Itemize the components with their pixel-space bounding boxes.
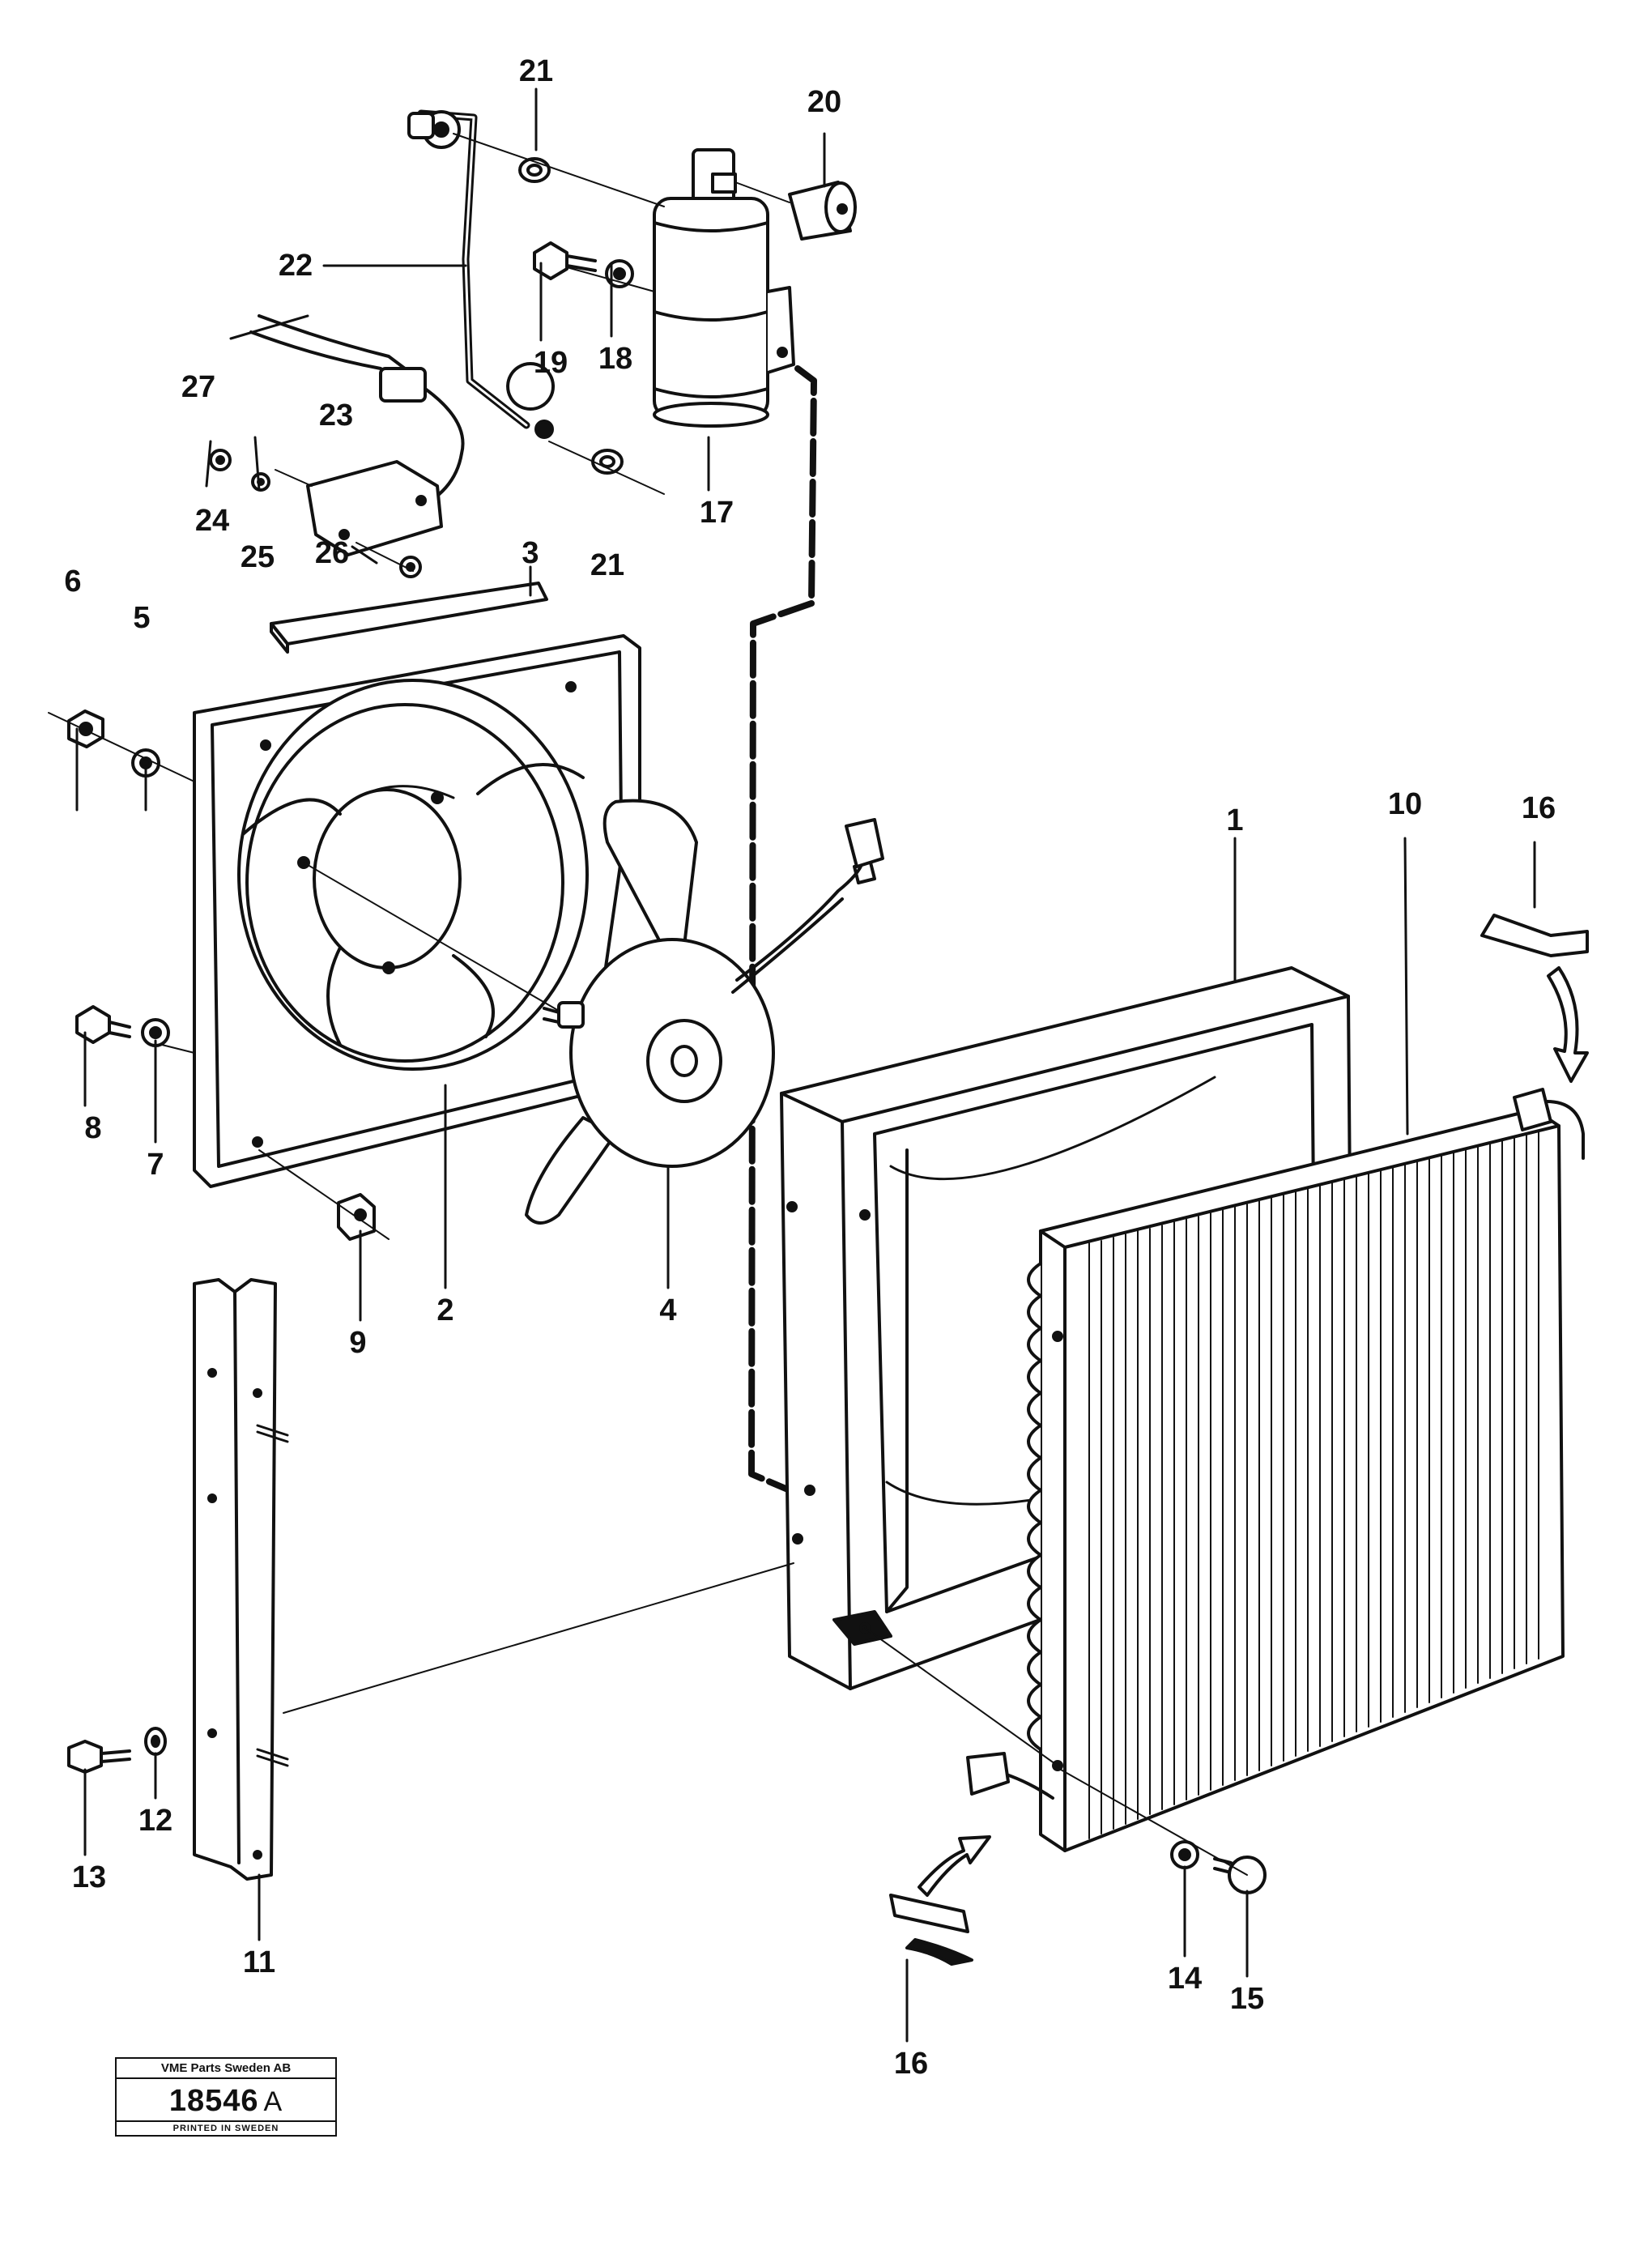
- callout-27: 27: [181, 370, 215, 404]
- pressure-switch-20: [711, 173, 857, 241]
- callout-20: 20: [807, 85, 841, 119]
- condenser-fins: [1088, 1131, 1539, 1839]
- callout-19: 19: [534, 346, 568, 380]
- callout-25: 25: [241, 540, 275, 574]
- callout-14: 14: [1168, 1962, 1202, 1996]
- drawing-suffix: A: [263, 2086, 283, 2117]
- callout-6: 6: [64, 565, 81, 599]
- sealing-strip-3: [270, 582, 548, 654]
- callout-7: 7: [147, 1148, 164, 1182]
- bolt-19: [533, 241, 597, 280]
- callout-5: 5: [133, 601, 150, 635]
- callout-11: 11: [243, 1945, 275, 1979]
- receiver-drier-17: [653, 148, 795, 428]
- callout-8: 8: [84, 1111, 101, 1145]
- callout-2: 2: [436, 1293, 453, 1327]
- callout-21-lower: 21: [590, 548, 624, 582]
- callout-9: 9: [349, 1326, 366, 1360]
- callout-1: 1: [1226, 803, 1243, 837]
- condenser-10: [966, 1088, 1585, 1852]
- fan-shroud-2: [193, 634, 641, 1188]
- sealing-strip-16-lower: [889, 1894, 973, 1966]
- side-bracket-11: [193, 1278, 289, 1881]
- arrow-upper-connection: [1547, 966, 1589, 1083]
- callout-labels: 1 2 3 4 5 6 7 8 9 10 11 12 13 14 15 16 1…: [64, 54, 1556, 2081]
- sealing-strip-16-upper: [1480, 914, 1589, 957]
- drawing-number: 18546: [168, 2084, 259, 2118]
- callout-16-lower: 16: [894, 2047, 928, 2081]
- fan-motor-4: [525, 799, 884, 1225]
- nut-26: [399, 556, 422, 578]
- callout-26: 26: [315, 536, 349, 570]
- callout-13: 13: [72, 1860, 106, 1894]
- washer-14: [1170, 1840, 1199, 1869]
- washer-25: [251, 472, 270, 492]
- printed-in: PRINTED IN SWEDEN: [117, 2120, 335, 2135]
- refrigerant-pipe-22: [407, 109, 556, 439]
- nut-6: [67, 709, 104, 748]
- leader-lines: [75, 87, 1536, 2043]
- callout-16-upper: 16: [1522, 791, 1556, 825]
- connection-dashed-line: [748, 365, 817, 1493]
- callout-24: 24: [195, 504, 229, 538]
- washer-12: [144, 1727, 167, 1756]
- callout-15: 15: [1230, 1982, 1264, 2016]
- bolt-15: [1213, 1856, 1267, 1894]
- callout-21-upper: 21: [519, 54, 553, 88]
- callout-17: 17: [700, 496, 734, 530]
- screw-24: [209, 449, 232, 471]
- callout-3: 3: [522, 536, 539, 570]
- arrow-lower-connection: [918, 1835, 991, 1897]
- callout-10: 10: [1388, 787, 1422, 821]
- company-name: VME Parts Sweden AB: [117, 2059, 335, 2079]
- callout-12: 12: [138, 1804, 172, 1838]
- sealing-ring-21-lower: [591, 449, 624, 475]
- assembly-lines: [48, 133, 1248, 1876]
- relay-23: [249, 314, 465, 556]
- callout-4: 4: [659, 1293, 676, 1327]
- callout-18: 18: [598, 342, 632, 376]
- callout-22: 22: [279, 249, 313, 283]
- bolt-13: [67, 1740, 131, 1774]
- callout-23: 23: [319, 398, 353, 432]
